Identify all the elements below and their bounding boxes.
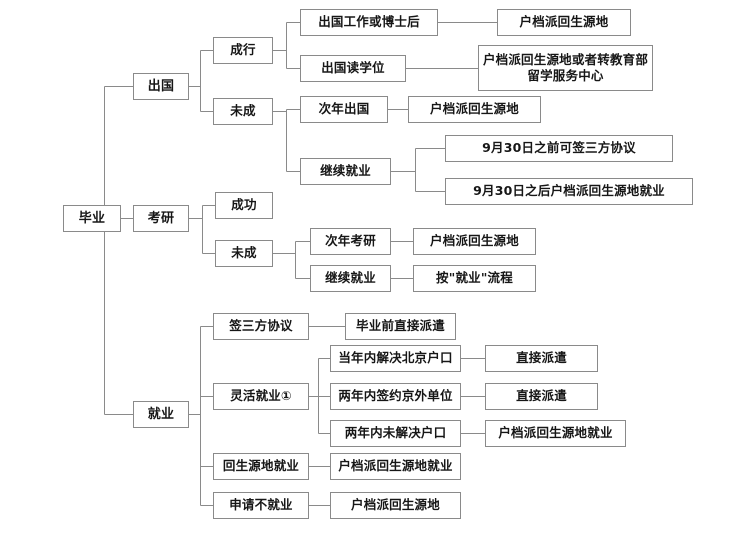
node-sign-tripartite-agreement[interactable]: 签三方协议: [213, 313, 309, 340]
node-file-back-origin-employment-2[interactable]: 户档派回生源地就业: [330, 453, 461, 480]
node-apply-no-employment[interactable]: 申请不就业: [213, 492, 309, 519]
node-exam-continue-employment[interactable]: 继续就业: [310, 265, 391, 292]
node-direct-dispatch-1[interactable]: 直接派遣: [485, 345, 598, 372]
node-before-sep30-tripartite[interactable]: 9月30日之前可签三方协议: [445, 135, 673, 162]
node-abroad-degree[interactable]: 出国读学位: [300, 55, 406, 82]
node-root-graduation[interactable]: 毕业: [63, 205, 121, 232]
node-study-abroad[interactable]: 出国: [133, 73, 189, 100]
node-follow-employment-process[interactable]: 按"就业"流程: [413, 265, 536, 292]
node-exam-next-year[interactable]: 次年考研: [310, 228, 391, 255]
node-abroad-work-or-postdoc[interactable]: 出国工作或博士后: [300, 9, 438, 36]
node-after-sep30-file-back-employment[interactable]: 9月30日之后户档派回生源地就业: [445, 178, 693, 205]
node-abroad-failed[interactable]: 未成: [213, 98, 273, 125]
node-file-back-to-origin-2[interactable]: 户档派回生源地: [408, 96, 541, 123]
node-abroad-succeeded[interactable]: 成行: [213, 37, 273, 64]
node-flexible-employment[interactable]: 灵活就业①: [213, 383, 309, 410]
node-return-home-employment[interactable]: 回生源地就业: [213, 453, 309, 480]
node-postgraduate-exam[interactable]: 考研: [133, 205, 189, 232]
node-file-back-or-moe-center[interactable]: 户档派回生源地或者转教育部 留学服务中心: [478, 45, 653, 91]
node-file-back-to-origin-4[interactable]: 户档派回生源地: [330, 492, 461, 519]
node-beijing-hukou-within-year[interactable]: 当年内解决北京户口: [330, 345, 461, 372]
node-abroad-next-year[interactable]: 次年出国: [300, 96, 388, 123]
node-direct-dispatch-2[interactable]: 直接派遣: [485, 383, 598, 410]
node-exam-success[interactable]: 成功: [215, 192, 273, 219]
node-file-back-to-origin-3[interactable]: 户档派回生源地: [413, 228, 536, 255]
node-file-back-origin-employment-1[interactable]: 户档派回生源地就业: [485, 420, 626, 447]
node-exam-failed[interactable]: 未成: [215, 240, 273, 267]
node-abroad-continue-employment[interactable]: 继续就业: [300, 158, 391, 185]
node-employment[interactable]: 就业: [133, 401, 189, 428]
node-file-back-to-origin-1[interactable]: 户档派回生源地: [497, 9, 631, 36]
node-direct-dispatch-before-graduation[interactable]: 毕业前直接派遣: [345, 313, 456, 340]
node-no-hukou-two-years[interactable]: 两年内未解决户口: [330, 420, 461, 447]
node-sign-outside-beijing-two-years[interactable]: 两年内签约京外单位: [330, 383, 461, 410]
